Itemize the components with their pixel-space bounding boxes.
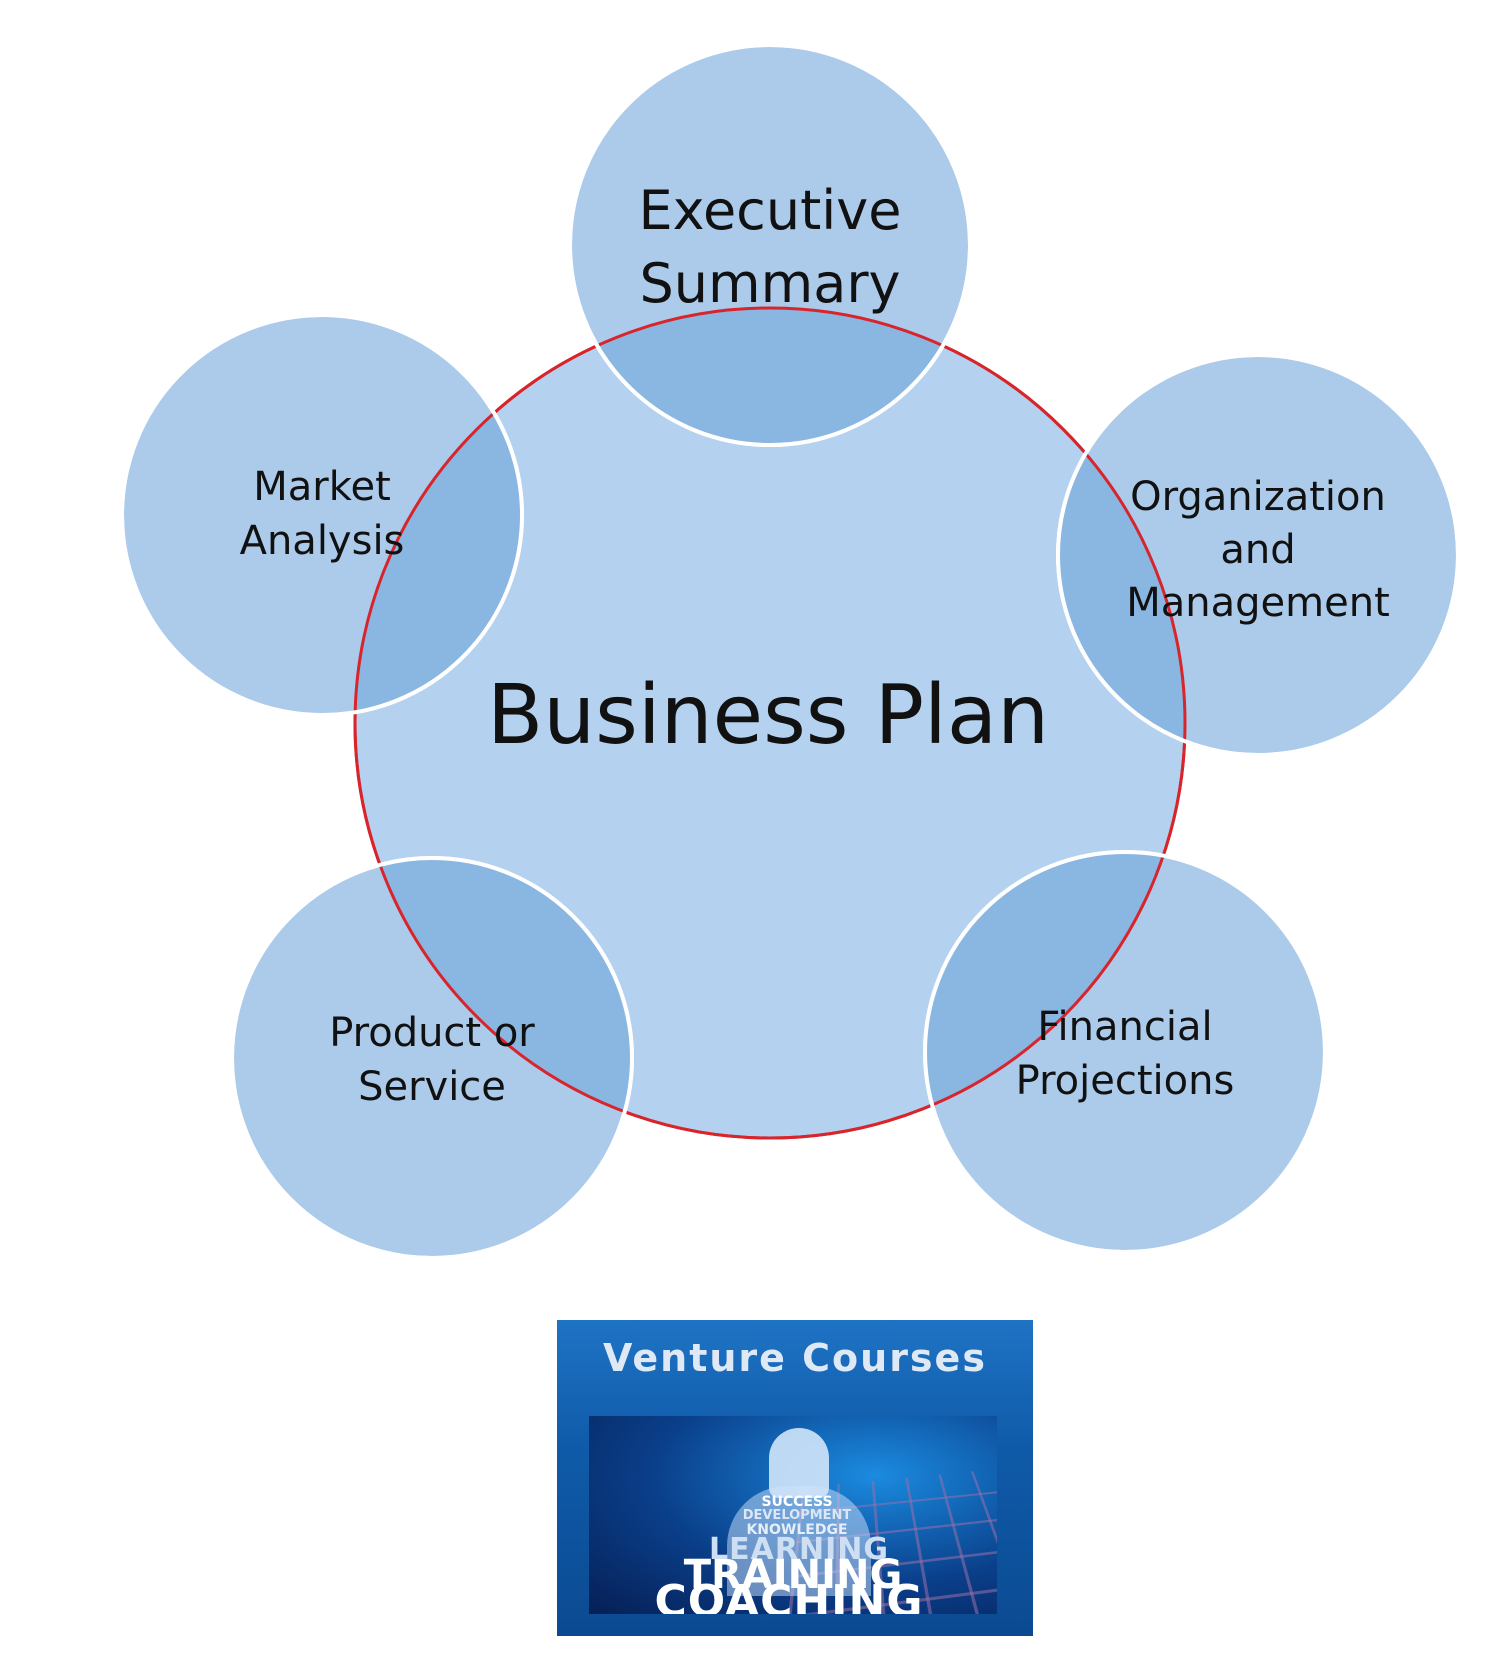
node-label-market-line1: Market: [253, 464, 391, 510]
node-label-executive-line2: Summary: [640, 252, 901, 315]
node-label-product-line2: Service: [358, 1064, 506, 1110]
business-plan-diagram: Business Plan Executive Summary Organiza…: [120, 43, 1460, 1260]
node-label-financial-line1: Financial: [1037, 1004, 1212, 1050]
node-label-organization-line1: Organization: [1130, 474, 1386, 520]
node-outline: [923, 850, 1327, 1254]
node-outline: [1056, 353, 1460, 757]
logo-artwork: SUCCESS DEVELOPMENT KNOWLEDGE LEARNING T…: [589, 1416, 997, 1614]
logo-title: Venture Courses: [603, 1336, 987, 1380]
logo-word-coaching: COACHING: [654, 1576, 924, 1614]
node-label-executive-line1: Executive: [639, 179, 902, 242]
node-outline: [230, 856, 634, 1260]
node-label-market-line2: Analysis: [240, 518, 405, 564]
logo-word-development: DEVELOPMENT: [742, 1508, 852, 1523]
logo-word-knowledge: KNOWLEDGE: [746, 1522, 848, 1538]
node-outline: [568, 43, 972, 447]
node-label-organization-line3: Management: [1126, 580, 1390, 626]
node-label-organization-line2: and: [1220, 527, 1295, 573]
logo-word-learning: LEARNING: [709, 1532, 889, 1567]
outlines: [120, 43, 1460, 1260]
node-label-financial-line2: Projections: [1016, 1058, 1235, 1104]
person-body-icon: [727, 1486, 871, 1596]
logo-word-success: SUCCESS: [761, 1494, 833, 1510]
node-label-product-line1: Product or: [329, 1010, 535, 1056]
node-outline: [120, 313, 524, 717]
venture-courses-logo: Venture Courses SUCCESS DEVELOPMENT KNOW…: [557, 1320, 1033, 1636]
center-outline: [353, 306, 1187, 1140]
person-head-icon: [769, 1428, 829, 1498]
overlap-lens-executive-summary: [570, 308, 970, 445]
center-label: Business Plan: [487, 668, 1049, 763]
logo-word-training: TRAINING: [683, 1552, 903, 1598]
